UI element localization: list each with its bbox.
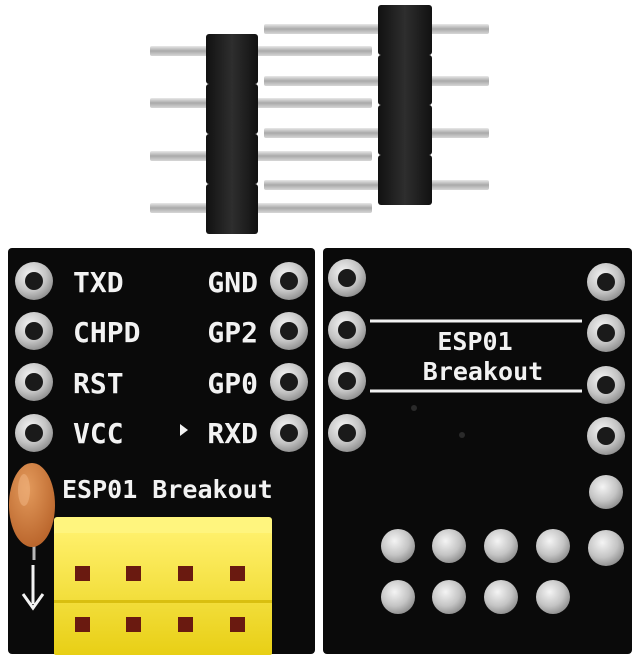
label-gp0: GP0 [207, 367, 258, 400]
label-vcc: VCC [73, 417, 124, 450]
label-rxd: RXD [207, 417, 258, 450]
back-pcb-board: ESP01 Breakout [323, 248, 632, 654]
pin-header-left [150, 34, 372, 234]
back-title-line2: Breakout [423, 357, 543, 386]
label-gp2: GP2 [207, 316, 258, 349]
front-pcb-board: TXD CHPD RST VCC GND GP2 GP0 RXD ESP01 B… [8, 248, 315, 655]
yellow-socket [54, 517, 272, 655]
label-chpd: CHPD [73, 316, 140, 349]
arrow-down-icon [21, 565, 45, 611]
left-pads [15, 262, 53, 452]
back-title-line1: ESP01 [437, 327, 512, 356]
capacitor [9, 463, 55, 560]
pin-header-right [264, 5, 489, 205]
label-rst: RST [73, 367, 124, 400]
bottom-pads [381, 529, 570, 614]
front-footer-label: ESP01 Breakout [62, 475, 273, 504]
label-txd: TXD [73, 266, 124, 299]
label-gnd: GND [207, 266, 258, 299]
right-pads [270, 262, 308, 452]
